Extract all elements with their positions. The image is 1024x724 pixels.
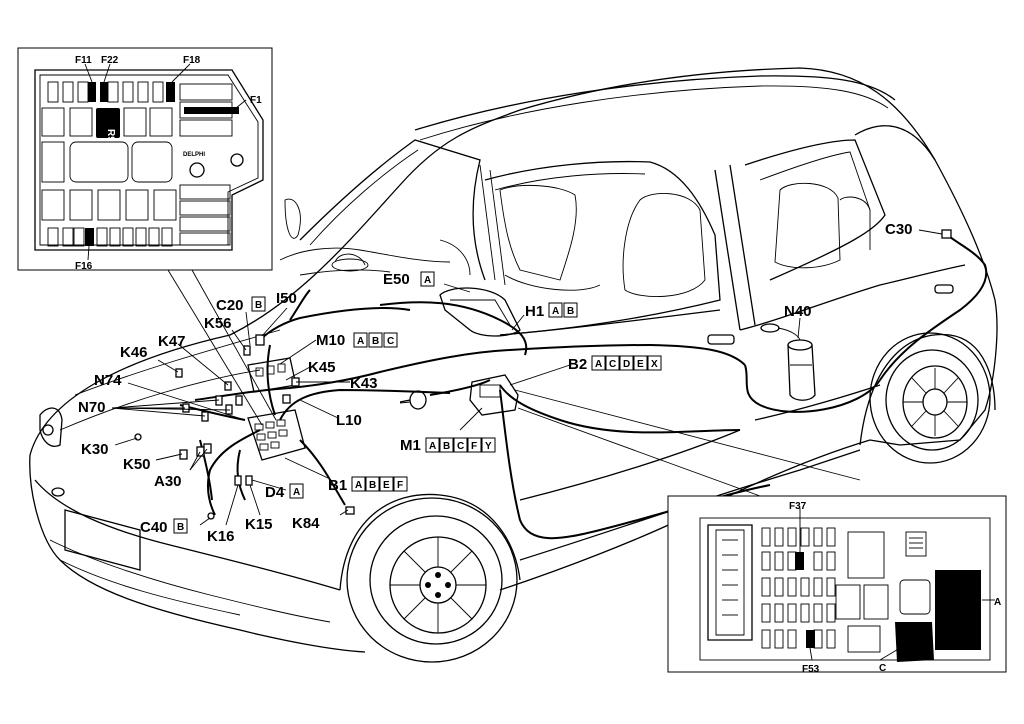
svg-text:Y: Y: [485, 441, 492, 452]
label-k43: K43: [350, 375, 378, 392]
svg-text:C: C: [457, 441, 464, 452]
label-k47: K47: [158, 333, 186, 350]
label-k50: K50: [123, 456, 151, 473]
svg-text:F: F: [397, 480, 403, 491]
label-b2: B2: [568, 356, 587, 373]
label-m1: M1: [400, 437, 421, 454]
engine-fuse-box: [247, 409, 306, 461]
interior-illustration: [279, 164, 871, 298]
svg-text:X: X: [651, 359, 658, 370]
label-k84: K84: [292, 515, 320, 532]
svg-text:C: C: [609, 359, 616, 370]
svg-text:B: B: [369, 480, 376, 491]
svg-text:F: F: [471, 441, 477, 452]
relay-block-m10: [247, 357, 297, 393]
label-a: A: [994, 597, 1001, 608]
label-k15: K15: [245, 516, 273, 533]
dashboard-fuse-box-inset: [667, 495, 1007, 673]
label-f1: F1: [250, 95, 262, 106]
labels: F11 F22 F18 F1 F16 R9 DELPHI C30 E50 H1 …: [75, 55, 1001, 675]
svg-text:E: E: [637, 359, 644, 370]
label-e50: E50: [383, 271, 410, 288]
label-h1: H1: [525, 303, 544, 320]
svg-text:A: A: [357, 336, 364, 347]
label-k46: K46: [120, 344, 148, 361]
label-c40: C40: [140, 519, 168, 536]
label-m10: M10: [316, 332, 345, 349]
control-unit-m1: [469, 374, 519, 416]
car-illustration: [29, 67, 998, 653]
svg-text:E: E: [383, 480, 390, 491]
fuel-pump-n40: [760, 323, 816, 401]
label-f18: F18: [183, 55, 201, 66]
label-b1: B1: [328, 477, 347, 494]
connectors: [134, 229, 952, 520]
connector-sub-letters: A A B A C D E X B A B C A B C F: [173, 271, 662, 534]
engine-fuse-box-inset: [17, 47, 273, 271]
svg-text:A: A: [424, 275, 431, 286]
rear-wheel: [869, 332, 991, 464]
label-f37: F37: [789, 501, 807, 512]
svg-text:B: B: [567, 306, 574, 317]
label-delphi: DELPHI: [183, 152, 205, 158]
svg-text:A: A: [293, 487, 300, 498]
svg-text:A: A: [552, 306, 559, 317]
svg-text:A: A: [355, 480, 362, 491]
label-f53: F53: [802, 664, 820, 675]
svg-text:C: C: [387, 336, 394, 347]
label-f22: F22: [101, 55, 119, 66]
component-l10: [399, 390, 427, 410]
svg-text:A: A: [429, 441, 436, 452]
label-k30: K30: [81, 441, 109, 458]
label-k45: K45: [308, 359, 336, 376]
label-k16: K16: [207, 528, 235, 545]
label-a30: A30: [154, 473, 182, 490]
label-c20: C20: [216, 297, 244, 314]
label-f11: F11: [75, 55, 92, 66]
label-k56: K56: [204, 315, 232, 332]
label-d4: D4: [265, 484, 285, 501]
label-r9: R9: [105, 129, 116, 142]
leader-lines: [111, 229, 943, 526]
svg-text:B: B: [372, 336, 379, 347]
svg-text:A: A: [595, 359, 602, 370]
svg-text:B: B: [255, 300, 262, 311]
front-wheel: [346, 497, 518, 663]
svg-text:D: D: [623, 359, 630, 370]
label-f16: F16: [75, 261, 93, 272]
svg-text:B: B: [177, 522, 184, 533]
label-n74: N74: [94, 372, 122, 389]
label-l10: L10: [336, 412, 362, 429]
label-n70: N70: [78, 399, 106, 416]
label-c: C: [879, 663, 886, 674]
label-n40: N40: [784, 303, 812, 320]
svg-text:B: B: [443, 441, 450, 452]
label-c30: C30: [885, 221, 913, 238]
label-i50: I50: [276, 290, 297, 307]
